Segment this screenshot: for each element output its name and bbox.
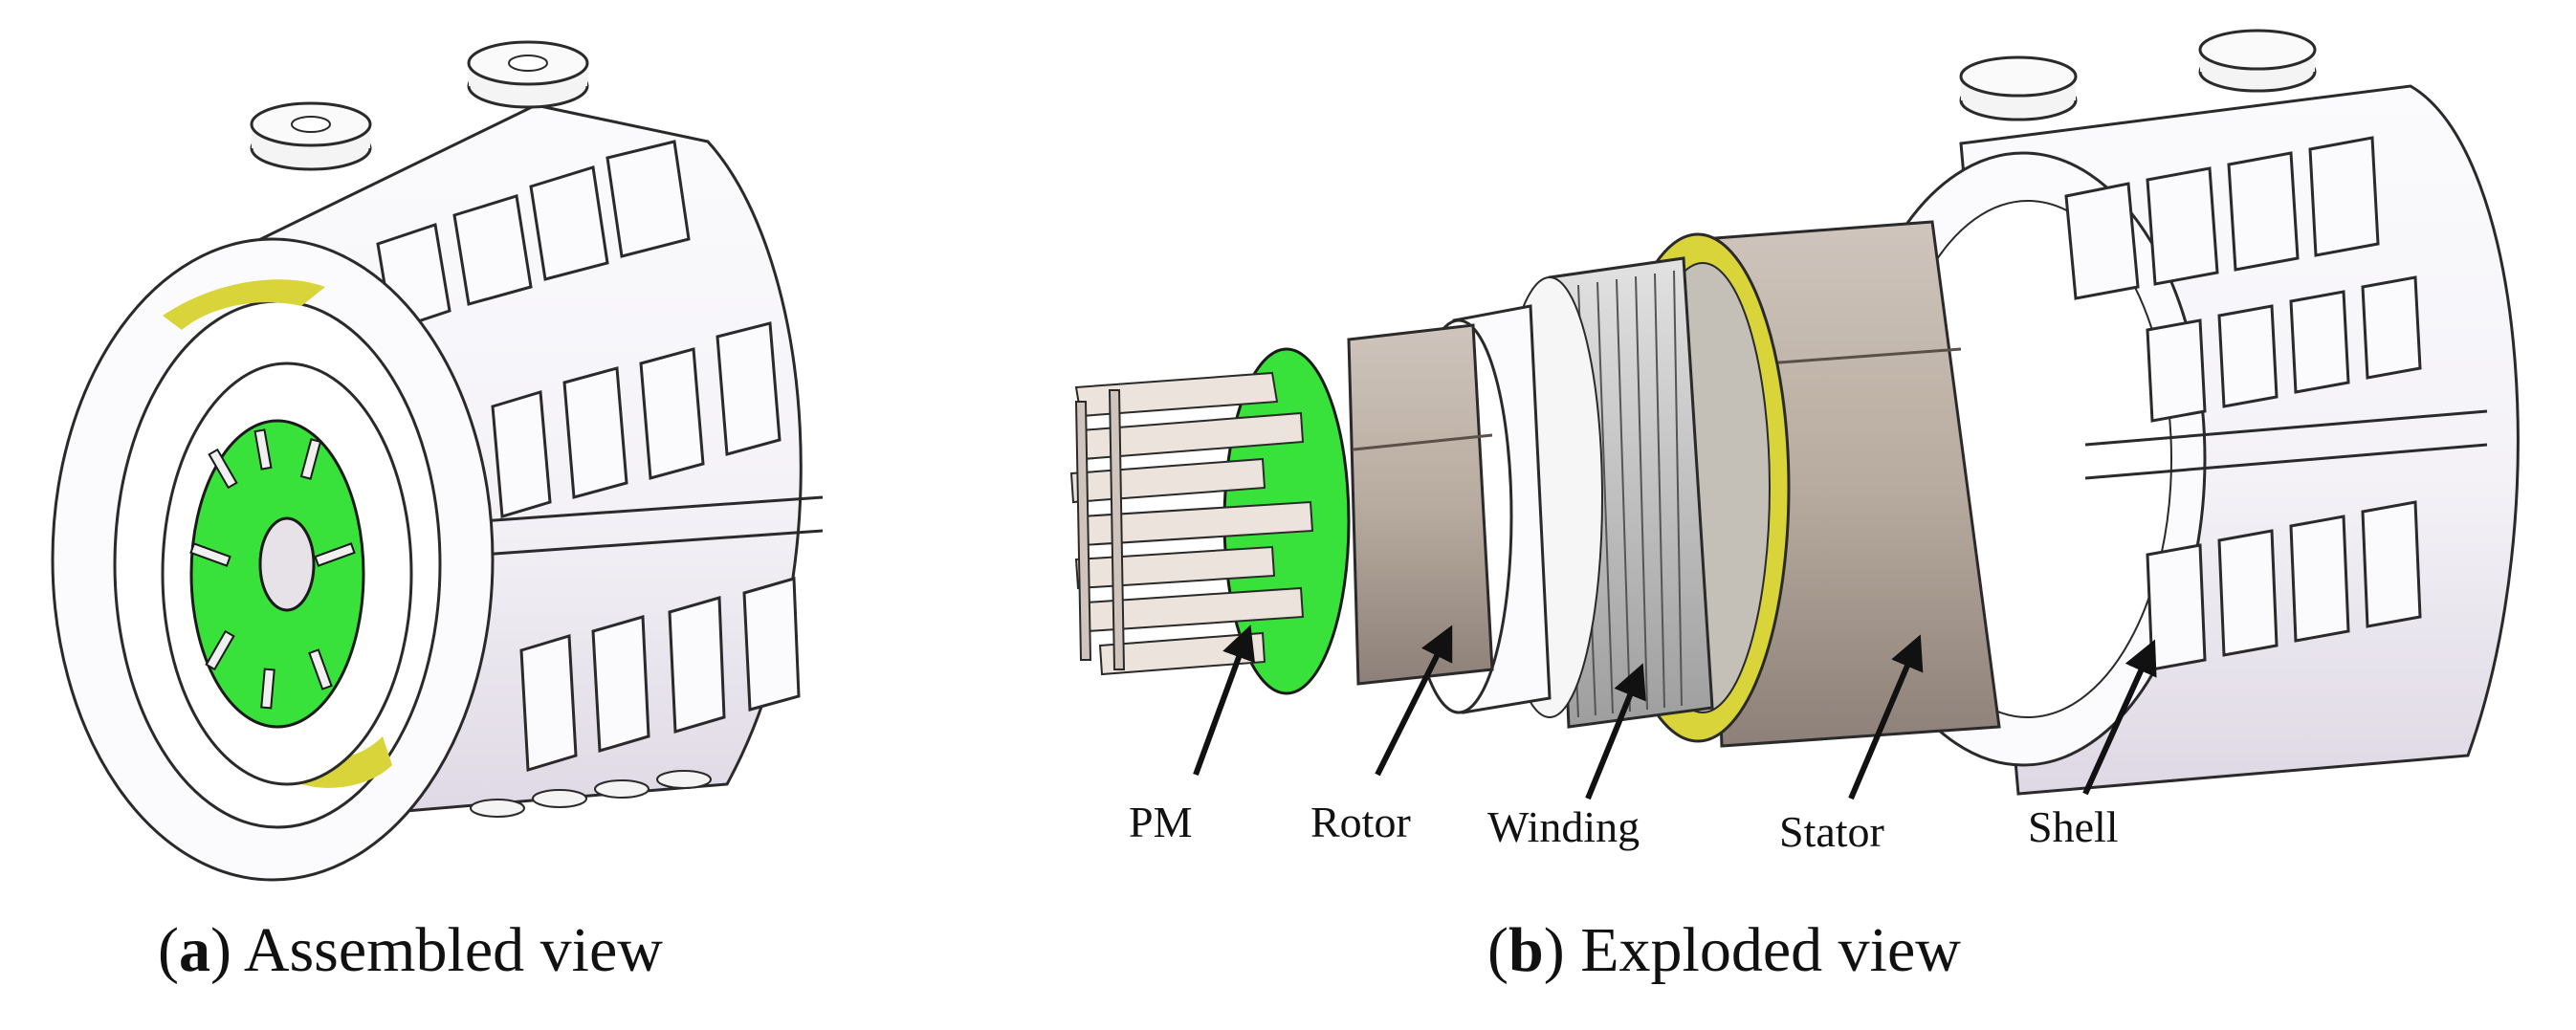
- exploded-view: PM Rotor Winding Stator Shell: [1069, 29, 2520, 856]
- arrow-shell: [2082, 639, 2157, 796]
- assembled-lower-slots: [519, 577, 801, 772]
- caption-exploded-text: Exploded view: [1565, 915, 1962, 985]
- label-winding: Winding: [1487, 802, 1640, 851]
- assembled-bottom-ports: [470, 770, 712, 818]
- label-rotor: Rotor: [1310, 798, 1411, 846]
- label-shell: Shell: [2028, 802, 2119, 851]
- assembled-view: [51, 40, 824, 882]
- label-pm: PM: [1129, 798, 1192, 846]
- caption-exploded-letter: b: [1508, 915, 1544, 985]
- assembled-yellow-top: [163, 279, 325, 330]
- caption-assembled-letter: a: [179, 915, 210, 985]
- caption-assembled: (a) Assembled view: [158, 915, 663, 985]
- assembled-mounting-bosses: [250, 40, 589, 171]
- callout-arrows: [1193, 625, 2157, 800]
- arrow-rotor: [1375, 625, 1453, 777]
- assembled-endplate-slots: [189, 428, 356, 710]
- arrow-pm: [1193, 625, 1255, 777]
- caption-exploded: (b) Exploded view: [1487, 915, 1961, 985]
- assembled-rotor-shaft-hole: [258, 516, 316, 612]
- label-stator: Stator: [1779, 807, 1884, 856]
- exploded-rotor: [1347, 304, 1552, 714]
- arrow-winding: [1585, 663, 1646, 800]
- exploded-pm-assembly: [1069, 347, 1351, 695]
- arrow-stator: [1848, 634, 1924, 800]
- caption-assembled-text: Assembled view: [231, 915, 663, 985]
- assembled-upper-slots: [376, 140, 691, 332]
- assembled-middle-slots: [491, 321, 782, 518]
